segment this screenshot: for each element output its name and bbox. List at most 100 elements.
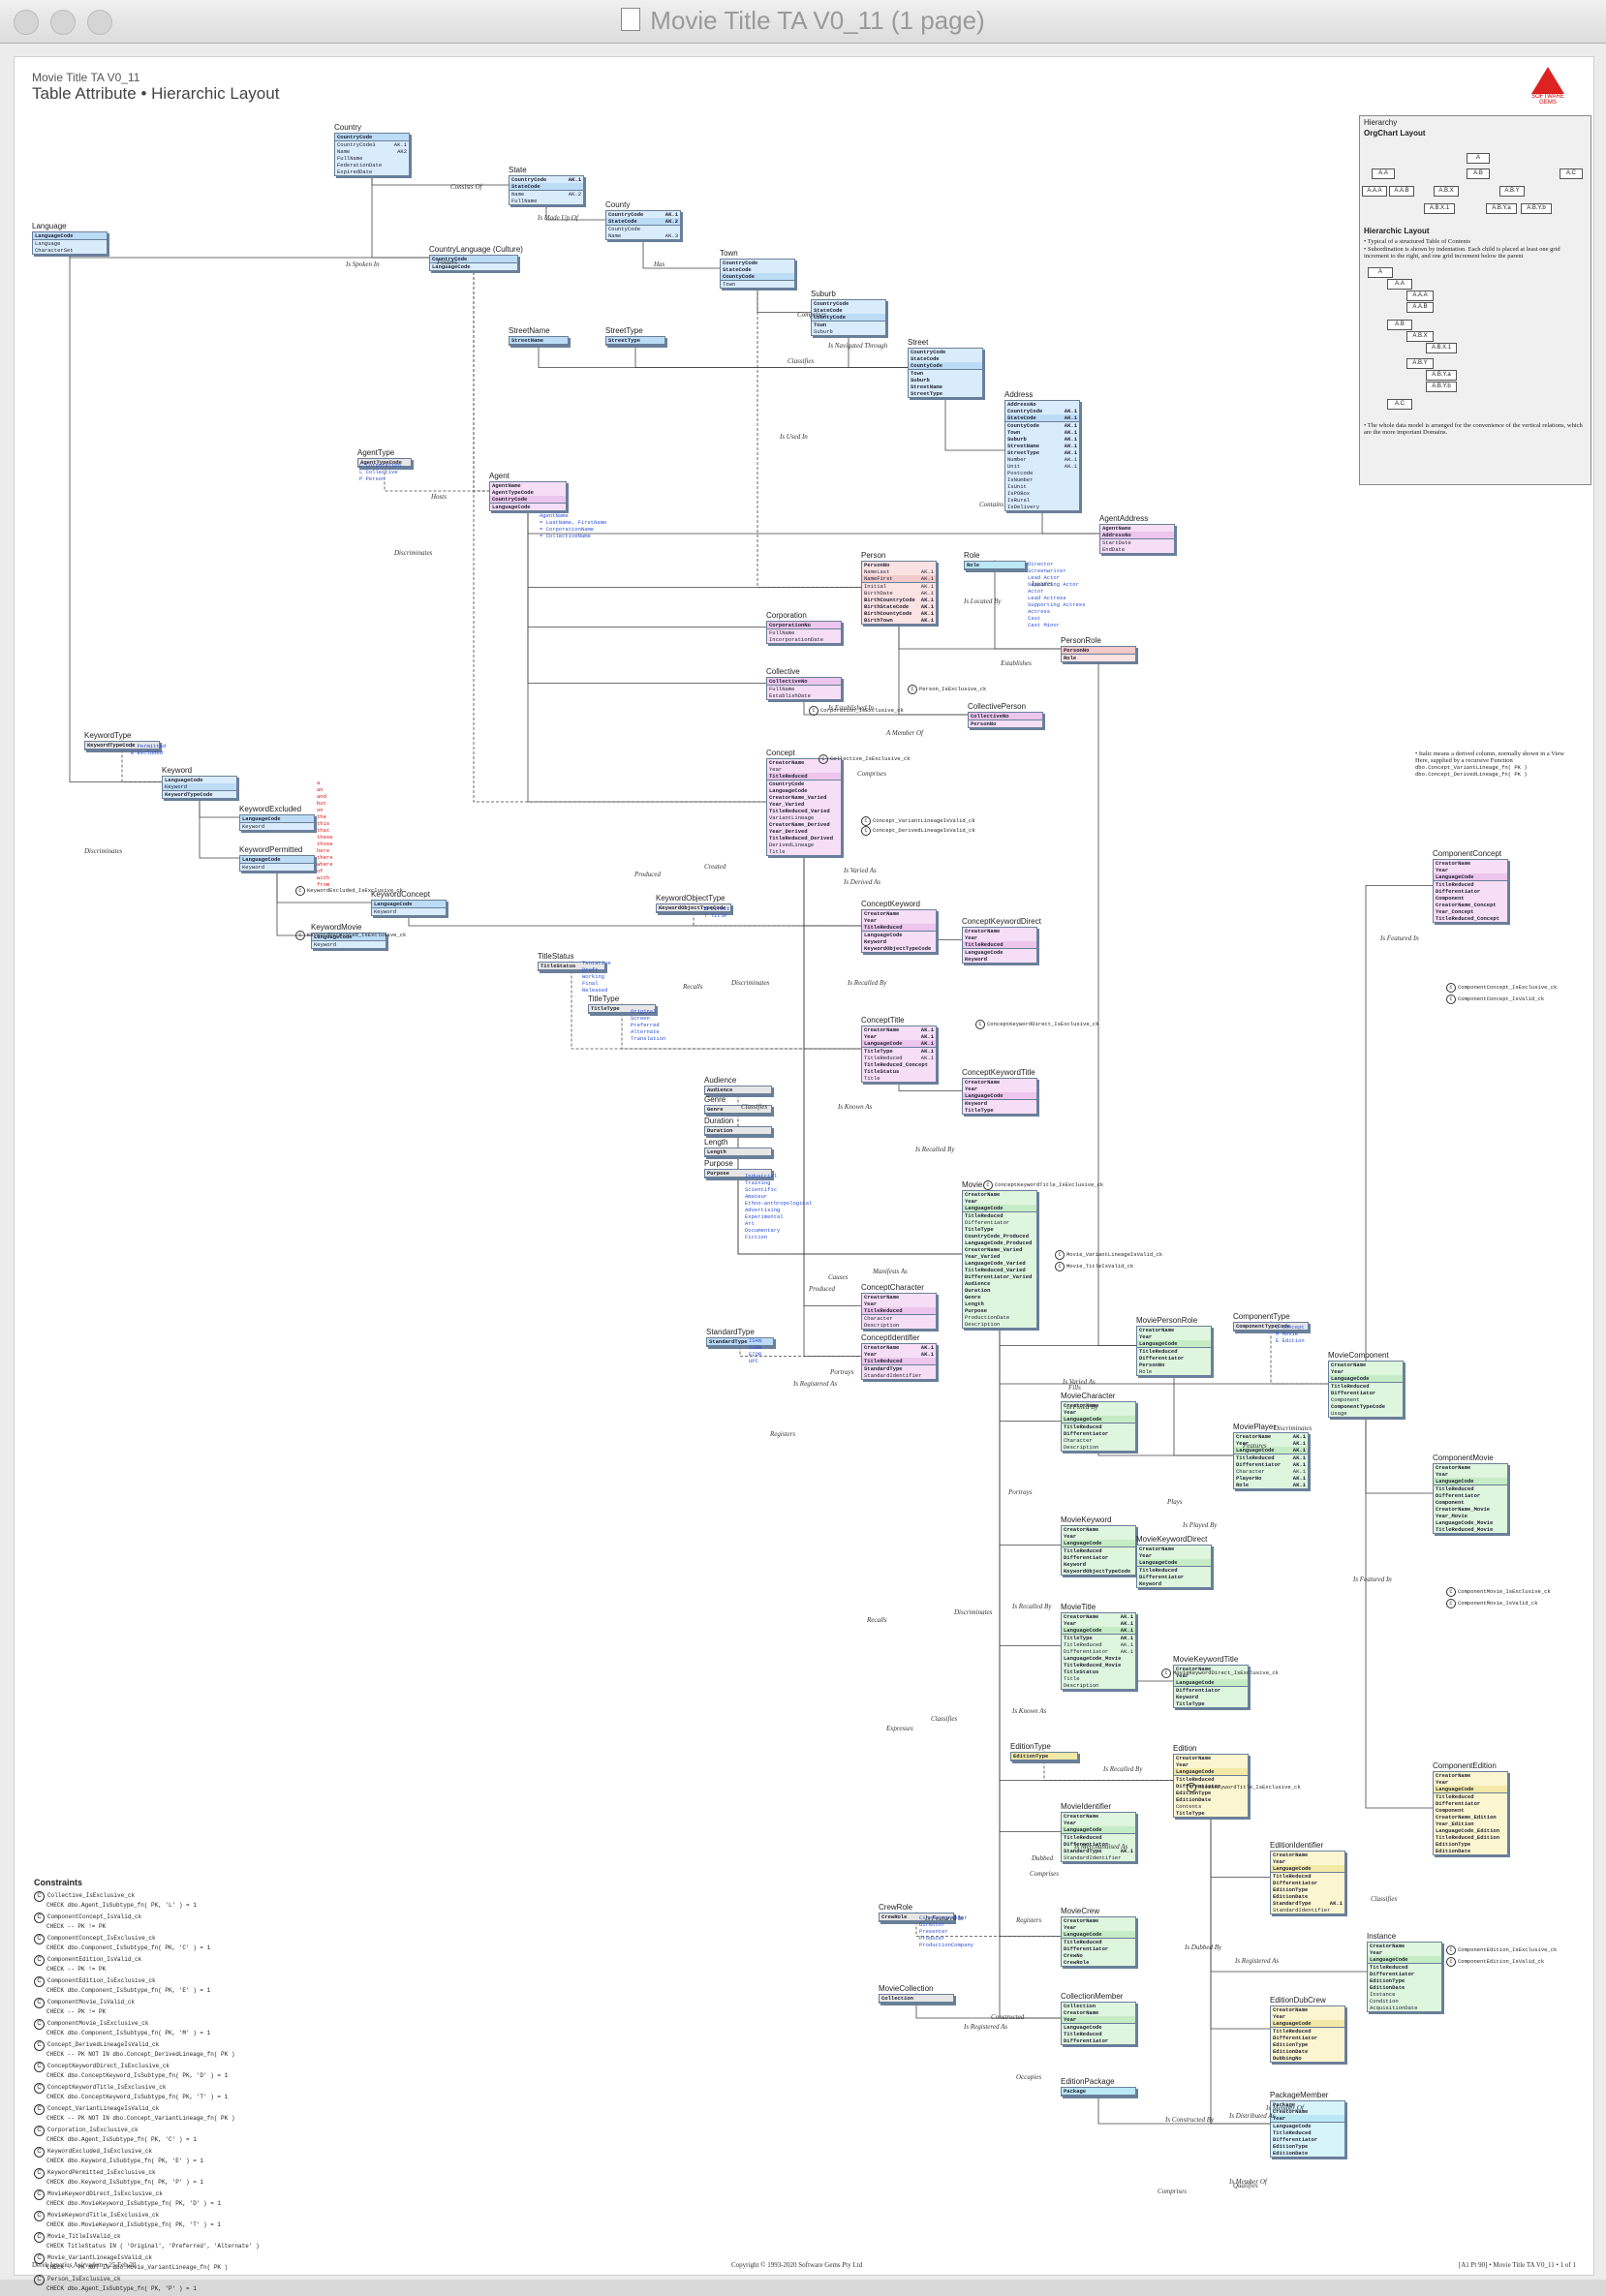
value-item: Experimental [745, 1213, 784, 1220]
value-item: an [317, 786, 324, 793]
minimize-window-button[interactable] [50, 10, 76, 35]
entity-column: Condition [1368, 1998, 1441, 2005]
column-name: CountyCode [814, 314, 847, 321]
entity-name: State [509, 166, 527, 174]
relationship-label: Classifies [931, 1715, 958, 1723]
column-name: PlayerNo [1236, 1475, 1262, 1482]
close-window-button[interactable] [14, 10, 39, 35]
entity-column: Character [1062, 1437, 1135, 1444]
relationship-label: Is Featured In [1380, 934, 1419, 942]
column-key: AK.1 [920, 583, 934, 590]
entity-column: CreatorName [963, 928, 1036, 934]
relationship-label: Is Recalled By [1103, 1765, 1143, 1773]
column-key: AK.1 [1064, 436, 1077, 443]
constraint-check: CHECK dbo.ConceptKeyword_IsSubtype_fn( P… [46, 2094, 229, 2100]
relationship-label: Fosters [437, 259, 457, 266]
constraint-icon: C [983, 1180, 993, 1190]
entity-column: Differentiator_Varied [963, 1273, 1036, 1280]
entity-name: Length [704, 1138, 728, 1147]
entity-name: MovieCollection [879, 1984, 934, 1993]
entity-column: CreatorName [1137, 1546, 1211, 1552]
column-name: CountryCode [492, 496, 528, 503]
hierarchy-bullet: • Typical of a structured Table of Conte… [1364, 238, 1470, 245]
column-key: AK.1 [1064, 456, 1077, 463]
zoom-window-button[interactable] [87, 10, 112, 35]
column-name: KeywordObjectTypeCode [1064, 1568, 1131, 1575]
